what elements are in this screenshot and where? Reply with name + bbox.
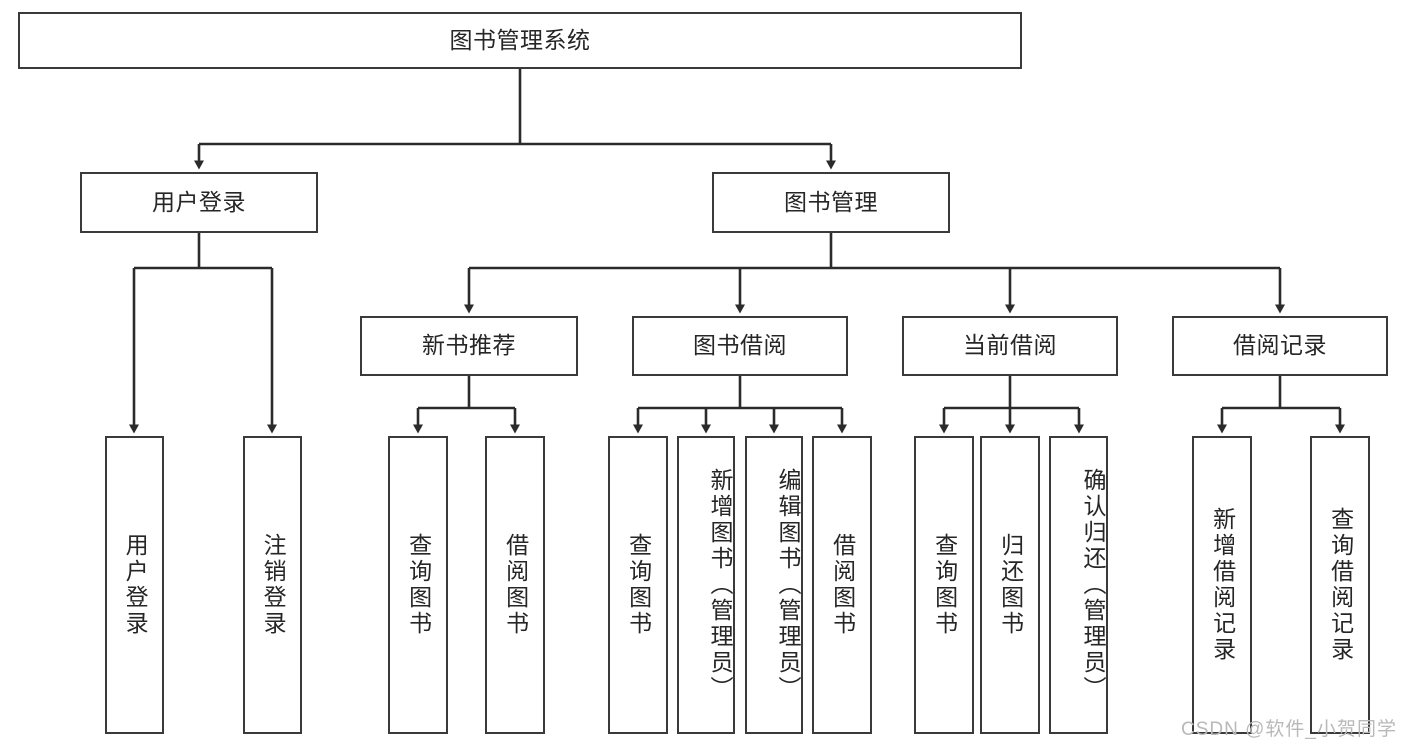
node-leaf-logout-login[interactable]: 注销登录: [243, 436, 302, 734]
node-label: 借阅图书: [829, 533, 856, 637]
node-root-book-management-system[interactable]: 图书管理系统: [18, 12, 1022, 69]
node-borrow-record[interactable]: 借阅记录: [1172, 316, 1388, 376]
node-book-manage[interactable]: 图书管理: [712, 172, 950, 233]
node-label: 当前借阅: [963, 332, 1057, 359]
node-leaf-borrow-book-borrow[interactable]: 借阅图书: [812, 436, 872, 734]
node-label: 新增图书（管理员）: [707, 468, 733, 702]
node-label: 借阅记录: [1233, 332, 1327, 359]
node-label: 查询图书: [931, 533, 958, 637]
node-leaf-add-book-admin[interactable]: 新增图书（管理员）: [677, 436, 735, 734]
node-label: 用户登录: [152, 188, 246, 215]
node-leaf-confirm-return-admin[interactable]: 确认归还（管理员）: [1049, 436, 1108, 734]
node-leaf-query-book-current[interactable]: 查询图书: [914, 436, 974, 734]
node-book-borrow[interactable]: 图书借阅: [632, 316, 848, 376]
node-leaf-query-book-recommend[interactable]: 查询图书: [388, 436, 448, 734]
node-leaf-user-login[interactable]: 用户登录: [105, 436, 164, 734]
node-label: 注销登录: [260, 533, 287, 637]
node-leaf-query-book-borrow[interactable]: 查询图书: [608, 436, 668, 734]
node-leaf-query-borrow-record[interactable]: 查询借阅记录: [1310, 436, 1370, 734]
node-label: 确认归还（管理员）: [1080, 468, 1106, 702]
node-label: 新增借阅记录: [1209, 507, 1236, 663]
node-label: 查询借阅记录: [1327, 507, 1354, 663]
node-label: 借阅图书: [502, 533, 529, 637]
node-new-book-recommend[interactable]: 新书推荐: [360, 316, 578, 376]
watermark: CSDN @软件_小贺同学: [1181, 719, 1397, 740]
node-label: 编辑图书（管理员）: [775, 468, 801, 702]
node-label: 查询图书: [625, 533, 652, 637]
node-leaf-add-borrow-record[interactable]: 新增借阅记录: [1192, 436, 1252, 734]
node-leaf-edit-book-admin[interactable]: 编辑图书（管理员）: [745, 436, 803, 734]
node-leaf-borrow-book-recommend[interactable]: 借阅图书: [485, 436, 545, 734]
node-label: 归还图书: [997, 533, 1024, 637]
node-label: 查询图书: [405, 533, 432, 637]
node-label: 用户登录: [122, 533, 149, 637]
node-label: 图书借阅: [693, 332, 787, 359]
node-label: 图书管理: [784, 188, 878, 215]
node-user-login[interactable]: 用户登录: [80, 172, 318, 233]
node-label: 新书推荐: [422, 332, 516, 359]
node-leaf-return-book[interactable]: 归还图书: [980, 436, 1040, 734]
node-current-borrow[interactable]: 当前借阅: [902, 316, 1118, 376]
node-label: 图书管理系统: [449, 26, 591, 53]
